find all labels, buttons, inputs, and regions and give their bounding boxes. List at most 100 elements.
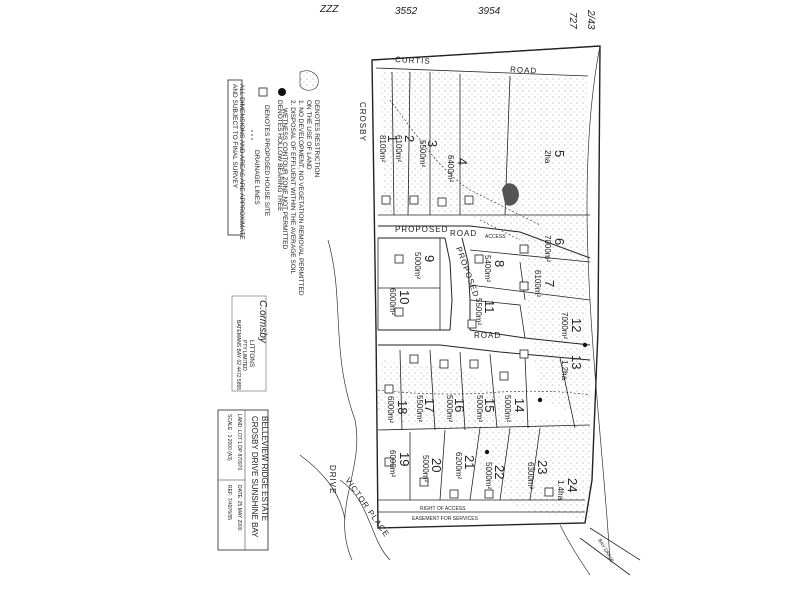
legend-restriction-line-3: 1. NO DEVELOPMENT, NO VEGETATION REMOVAL… [297, 100, 304, 296]
lot-13-area: 1.2ha [560, 360, 569, 381]
drainage-lines [377, 99, 591, 396]
surveyor-firm-sub: PTY LIMITED [241, 340, 247, 371]
drive-label: DRIVE [328, 465, 337, 494]
restricted-vegetation-zones [378, 70, 590, 520]
lot-1-area: 8100m² [378, 135, 387, 162]
house-site-legend-icon [258, 87, 268, 97]
lot-19-area: 6000m² [388, 450, 397, 477]
lot-7-area: 6100m² [533, 270, 542, 297]
lot-20-number: 20 [429, 458, 444, 472]
surveyor-signature: C.ormsby [257, 300, 268, 344]
lot-8-number: 8 [492, 260, 507, 267]
land-description: LAND: LOT 1 DP 870970 [236, 414, 242, 470]
surveyor-stamp: C.ormsby LITTONS PTY LIMITED BATEMANS BA… [231, 295, 268, 392]
lot-4-number: 4 [455, 158, 470, 165]
lot-21-number: 21 [462, 455, 477, 469]
middle-block-lot-lines [377, 238, 591, 339]
lot-12-area: 7000m² [560, 312, 569, 339]
note-line-2: AND SUBJECT TO FINAL SURVEY [231, 84, 238, 189]
lot-22-area: 5000m² [484, 462, 493, 489]
lot-1-number: 1 [385, 135, 400, 142]
legend-restriction-line-4: 2. DISPOSAL OF EFFLUENT WITHIN THE AVERA… [289, 100, 296, 275]
lot-18-area: 6000m² [386, 396, 395, 423]
lot-14-area: 5000m² [503, 395, 512, 422]
ref-note: REF: 7/4976/05 [226, 485, 232, 520]
lot-16-number: 16 [452, 398, 467, 412]
legend-drainage: DRAINAGE LINES [253, 150, 260, 205]
handwritten-note-2: 3552 [395, 6, 418, 17]
crosby-label: CROSBY [358, 102, 367, 142]
easement-label: EASEMENT FOR SERVICES [412, 516, 479, 522]
estate-boundary [371, 45, 601, 529]
lot-14-number: 14 [512, 398, 527, 412]
lot-labels: 1 8100m² 2 6100m² 3 5500m² 4 6400m² 5 2h… [378, 135, 584, 501]
lot-11-number: 11 [482, 300, 497, 314]
surveyor-address: BATEMANS BAY 02 4472 5855 [235, 320, 241, 390]
lot-9-area: 5000m² [413, 252, 422, 279]
lot-17-area: 5500m² [415, 395, 424, 422]
lot-13-number: 13 [569, 355, 584, 369]
lot-10-number: 10 [397, 290, 412, 304]
access-label: ACCESS [485, 234, 506, 240]
curtis-road-edge [371, 45, 601, 61]
lot-4-area: 6400m² [446, 155, 455, 182]
proposed-road-label-2: PROPOSED [454, 246, 481, 299]
proposed-road-suffix-label-2: ROAD [474, 331, 501, 340]
lot-24-number: 24 [565, 478, 580, 492]
legend-hollow-tree: DENOTES HOLLOW BEARING TREE [276, 100, 283, 212]
lot-6-number: 6 [552, 238, 567, 245]
lot-12-number: 12 [569, 318, 584, 332]
legend-house-site: DENOTES PROPOSED HOUSE SITE [263, 105, 270, 217]
lot-16-area: 5000m² [445, 395, 454, 422]
date-note: DATE: 25 MAY 2000 [236, 485, 242, 531]
scale-note: SCALE : 1:2000 (A3) [226, 414, 232, 461]
note-box [227, 79, 243, 236]
proposed-road-label-1: PROPOSED [395, 225, 448, 234]
external-contours [299, 45, 611, 576]
victor-place-label: VICTOR PLACE [343, 476, 391, 539]
house-sites [381, 195, 554, 499]
lot-3-number: 3 [425, 140, 440, 147]
lot-24-area: 1.4ha [556, 480, 565, 501]
lot-5-area: 2ha [543, 150, 552, 164]
lot-5-number: 5 [552, 150, 567, 157]
lot-3-area: 5500m² [418, 140, 427, 167]
lot-22-number: 22 [492, 465, 507, 479]
lot-11-area: 5500m² [474, 298, 483, 325]
curtis-road-label: CURTIS [395, 55, 431, 66]
lot-10-area: 6000m² [388, 288, 397, 315]
lot-23-number: 23 [535, 460, 550, 474]
surveyor-firm: LITTONS [248, 340, 255, 368]
lot-7-number: 7 [542, 280, 557, 287]
lower-block-lot-lines [377, 349, 591, 513]
proposed-road-suffix-label-1: ROAD [450, 229, 477, 238]
right-of-access-label: RIGHT OF ACCESS [420, 506, 466, 512]
lot-9-number: 9 [422, 255, 437, 262]
lot-2-number: 2 [402, 135, 417, 142]
lot-15-number: 15 [482, 398, 497, 412]
curtis-road-suffix-label: ROAD [510, 65, 538, 75]
hollow-tree-legend-icon [278, 88, 286, 96]
tree-markers [484, 342, 588, 455]
lot-18-number: 18 [395, 400, 410, 414]
title-block: BELLEVIEW RIDGE ESTATE CROSBY DRIVE SUNS… [217, 409, 269, 551]
restriction-legend-swatch [299, 70, 319, 91]
estate-subtitle: CROSBY DRIVE SUNSHINE BAY [250, 416, 259, 538]
handwritten-note-5: 2/43 [585, 9, 596, 30]
legend-restriction-line-1: DENOTES RESTRICTION [313, 100, 320, 178]
lot-2-area: 6100m² [394, 135, 403, 162]
lot-19-number: 19 [397, 452, 412, 466]
curtis-road-inner-edge [375, 67, 589, 77]
lot-23-area: 6300m² [526, 462, 535, 489]
lot-15-area: 5000m² [475, 395, 484, 422]
handwritten-note-1: ZZZ [319, 4, 339, 15]
hollow-tree-map-symbol [502, 183, 519, 206]
note-line-1: ALL DIMENSIONS AND AREAS ARE APPROXIMATE [238, 84, 245, 240]
lot-20-area: 5000m² [421, 455, 430, 482]
lot-21-area: 6200m² [454, 452, 463, 479]
legend-restriction-line-2: ON THE USE OF LAND [305, 100, 312, 170]
legend: DENOTES RESTRICTION ON THE USE OF LAND 1… [227, 70, 320, 296]
lot-17-number: 17 [422, 398, 437, 412]
